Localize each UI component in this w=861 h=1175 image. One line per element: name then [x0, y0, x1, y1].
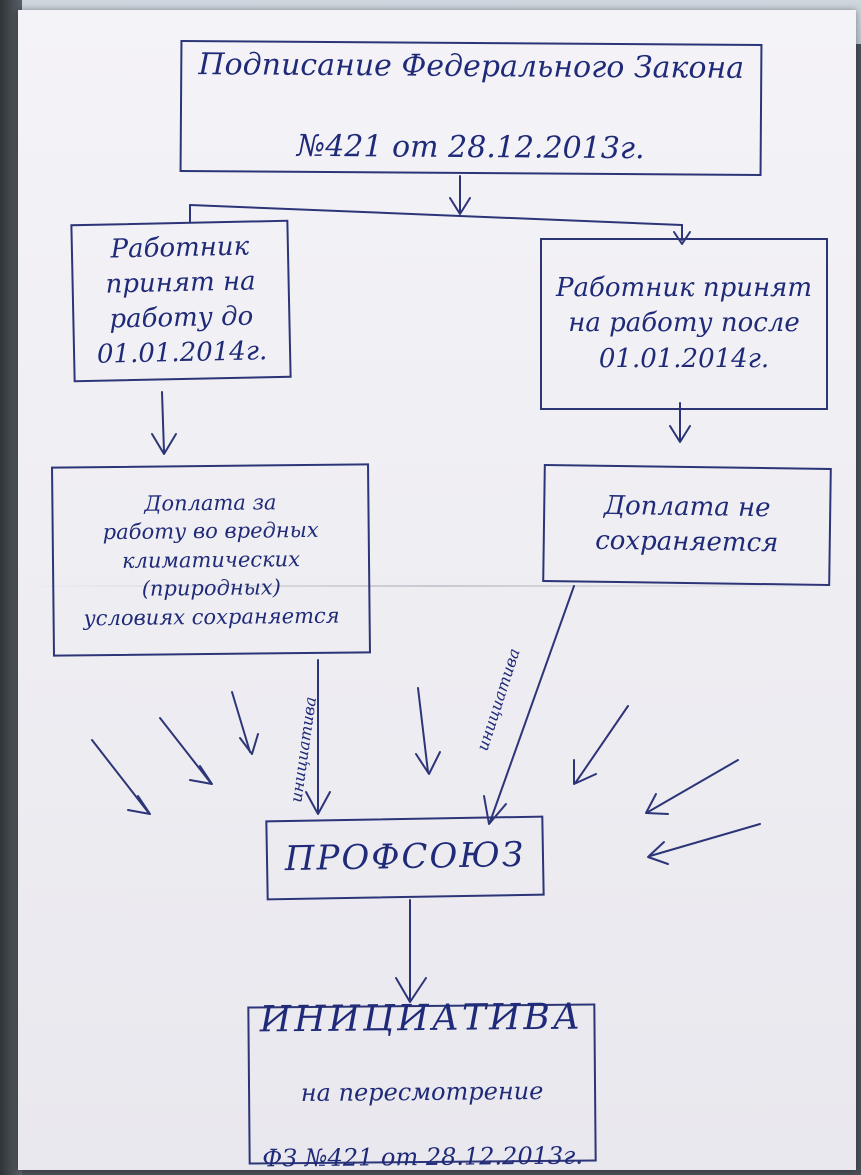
arrow-before-to-kept-head — [151, 433, 177, 455]
paper-fold-line — [18, 585, 856, 587]
trade-union-box: ПРОФСОЮЗ — [265, 815, 545, 901]
pressure-arrow-4-head — [415, 751, 441, 775]
arrow-notkept-to-union — [489, 585, 575, 823]
branch-right-head — [673, 231, 691, 245]
pressure-arrow-5 — [575, 705, 629, 783]
law-title-text: Подписание Федерального Закона — [198, 47, 745, 87]
pressure-arrow-2-head — [189, 765, 213, 785]
arrow-law-down-head — [449, 197, 471, 215]
pressure-arrow-7 — [649, 823, 761, 857]
arrow-union-to-initiative-head — [395, 977, 427, 1003]
pressure-arrow-1-head — [127, 795, 151, 815]
pay-not-retained-box: Доплата не сохраняется — [542, 463, 832, 587]
pressure-arrow-1 — [91, 739, 149, 813]
paper-sheet — [18, 10, 856, 1170]
background-left-strip — [0, 0, 22, 1175]
worker-hired-before-box: Работник принят на работу до 01.01.2014г… — [70, 219, 292, 383]
branch-line — [189, 204, 683, 226]
pay-retained-box: Доплата за работу во вредных климатическ… — [51, 463, 371, 657]
pressure-arrow-6-head — [645, 793, 669, 815]
initiative-law-ref: ФЗ №421 от 28.12.2013г. — [262, 1141, 584, 1173]
worker-hired-after-box: Работник принят на работу после 01.01.20… — [540, 238, 828, 410]
pressure-arrow-7-head — [647, 841, 669, 865]
pressure-arrow-4 — [417, 687, 429, 773]
pressure-arrow-3 — [231, 691, 251, 753]
arrow-before-to-kept — [161, 391, 165, 453]
pressure-arrow-2 — [159, 717, 211, 783]
arrow-kept-to-union-head — [305, 791, 331, 815]
initiative-subtitle: на пересмотрение — [300, 1076, 544, 1107]
arrow-after-to-notkept-head — [669, 425, 691, 443]
law-number-text: №421 от 28.12.2013г. — [296, 129, 645, 167]
pressure-arrow-3-head — [239, 733, 259, 755]
pressure-arrow-5-head — [573, 759, 597, 785]
arrow-notkept-to-union-head — [483, 795, 507, 825]
law-signing-box: Подписание Федерального Закона №421 от 2… — [179, 39, 763, 177]
pressure-arrow-6 — [647, 759, 739, 813]
initiative-title: ИНИЦИАТИВА — [259, 996, 584, 1041]
initiative-box: ИНИЦИАТИВА на пересмотрение ФЗ №421 от 2… — [247, 997, 597, 1172]
